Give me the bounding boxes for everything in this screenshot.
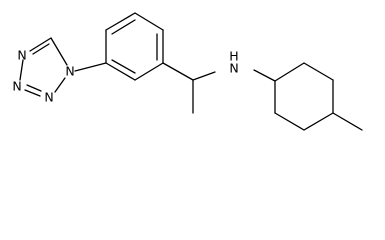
benzene-bond-6 [105, 62, 136, 81]
cyclohexane-bond-4 [303, 112, 334, 131]
bond-n4-n3 [19, 59, 24, 81]
bond-c5-n4-double [32, 43, 50, 55]
molecule-structure: N N N N H N [12, 12, 363, 131]
bond-ring-methyl [332, 112, 363, 131]
bond-n2-n1 [54, 77, 66, 93]
cyclohexane-bond-2 [303, 62, 334, 81]
bond-n3-n2-double [26, 84, 42, 92]
cyclohexane-bond-5 [274, 112, 305, 131]
bond-n1-benzene [74, 62, 107, 72]
benzene-inner-double-1 [111, 19, 136, 35]
tetrazole-ring [19, 37, 68, 97]
structure-canvas: N N N N H N [12, 12, 363, 131]
benzene-bond-5 [134, 62, 164, 81]
benzene-ring [105, 12, 164, 81]
atom-h-amine: H [229, 49, 238, 64]
bond-benzene-ch [162, 62, 194, 81]
bond-n3-n2 [24, 89, 41, 97]
cyclohexane-bond-1 [274, 62, 305, 82]
bond-nh-cyclohexyl [253, 69, 276, 82]
bond-c5-n4 [29, 37, 52, 52]
bond-c5-n1 [50, 37, 68, 66]
atom-n-tetrazole-2: N [44, 90, 53, 105]
atom-n-tetrazole-1: N [65, 64, 74, 79]
benzene-bond-2 [105, 12, 136, 31]
bond-ch-nh [192, 71, 216, 81]
atom-labels: N N N N H N [12, 48, 238, 105]
atom-n-tetrazole-3: N [12, 79, 21, 94]
benzene-bond-3 [134, 12, 164, 31]
atom-n-tetrazole-4: N [17, 48, 26, 63]
atom-n-amine: N [229, 61, 238, 76]
cyclohexane-ring [274, 62, 334, 131]
benzene-inner-double-3 [111, 59, 136, 74]
